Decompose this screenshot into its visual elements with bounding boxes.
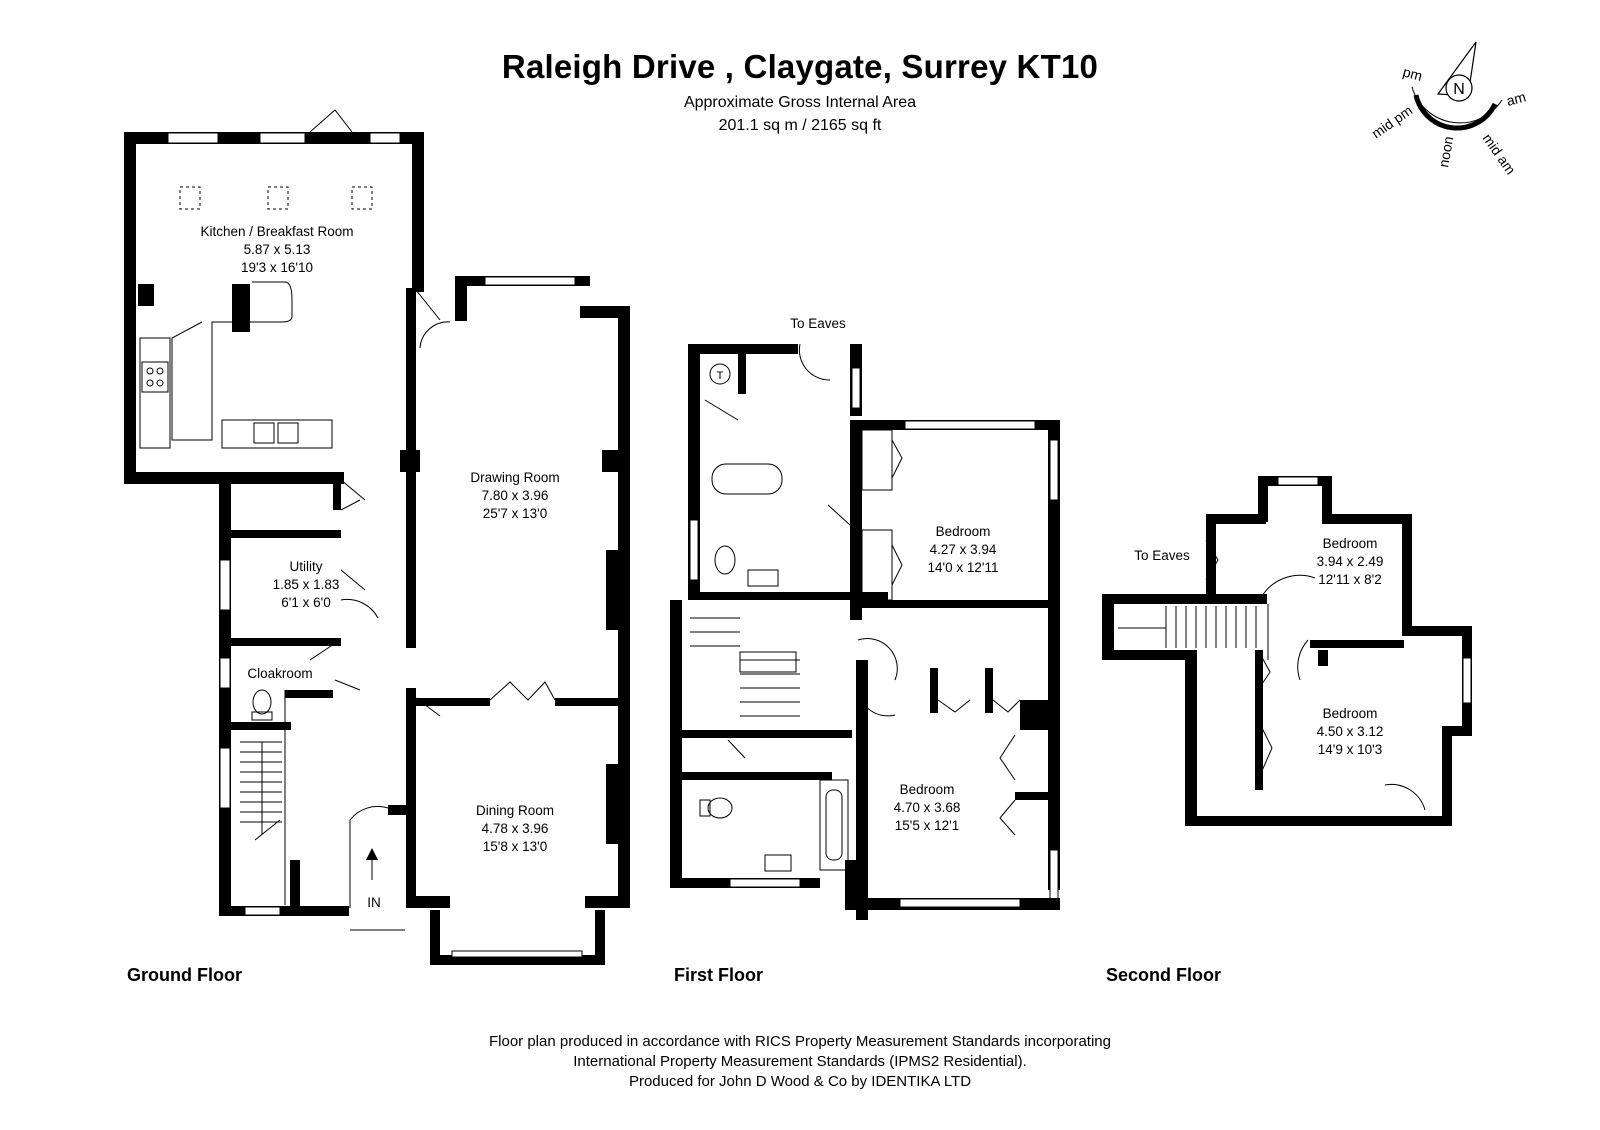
compass-north: N [1453,81,1465,98]
first-floor-plan: T [670,343,1060,920]
utility-name: Utility [290,559,323,574]
kitchen-metric: 5.87 x 5.13 [244,242,311,257]
bedroom-2-metric: 4.70 x 3.68 [894,800,961,815]
cloakroom-name: Cloakroom [247,666,312,681]
bedroom-2-name: Bedroom [900,782,955,797]
plan-title: Raleigh Drive , Claygate, Surrey KT10 [501,48,1099,85]
kitchen-name: Kitchen / Breakfast Room [200,224,353,239]
utility-metric: 1.85 x 1.83 [273,577,340,592]
compass-label-mid-pm: mid pm [1369,102,1416,141]
footer-line-3: Produced for John D Wood & Co by IDENTIK… [628,1073,972,1090]
dining-room-imperial: 15'8 x 13'0 [483,839,547,854]
area-label: Approximate Gross Internal Area [683,94,917,111]
bedroom-4-metric: 4.50 x 3.12 [1317,724,1384,739]
bedroom-3-metric: 3.94 x 2.49 [1317,554,1384,569]
bedroom-1-metric: 4.27 x 3.94 [930,542,997,557]
ground-floor-label: Ground Floor [127,965,242,985]
drawing-room-imperial: 25'7 x 13'0 [483,506,547,521]
area-value: 201.1 sq m / 2165 sq ft [718,117,882,134]
tank-label: T [717,370,724,382]
compass-rose: N pm am mid pm noon mid am [1369,41,1528,178]
second-floor-label: Second Floor [1106,965,1222,985]
first-floor-label: First Floor [674,965,763,985]
compass-label-mid-am: mid am [1480,131,1519,178]
bedroom-4-imperial: 14'9 x 10'3 [1318,742,1382,757]
eaves-label-second: To Eaves [1134,548,1190,563]
bedroom-1-imperial: 14'0 x 12'11 [928,560,999,575]
utility-imperial: 6'1 x 6'0 [281,595,330,610]
dining-room-name: Dining Room [476,803,554,818]
second-floor-plan [1102,476,1472,826]
drawing-room-name: Drawing Room [470,470,559,485]
footer-line-1: Floor plan produced in accordance with R… [489,1033,1111,1050]
entrance-label: IN [367,895,381,910]
bedroom-3-imperial: 12'11 x 8'2 [1318,572,1381,587]
compass-label-am: am [1505,88,1528,108]
compass-label-noon: noon [1435,135,1456,168]
compass-label-pm: pm [1401,63,1424,83]
dining-room-metric: 4.78 x 3.96 [482,821,549,836]
bedroom-2-imperial: 15'5 x 12'1 [895,818,959,833]
bedroom-3-name: Bedroom [1323,536,1378,551]
bedroom-1-name: Bedroom [936,524,991,539]
eaves-label-first: To Eaves [790,316,846,331]
bedroom-4-name: Bedroom [1323,706,1378,721]
footer-line-2: International Property Measurement Stand… [573,1053,1027,1070]
drawing-room-metric: 7.80 x 3.96 [482,488,549,503]
kitchen-imperial: 19'3 x 16'10 [241,260,313,275]
ground-floor-plan [124,109,630,965]
